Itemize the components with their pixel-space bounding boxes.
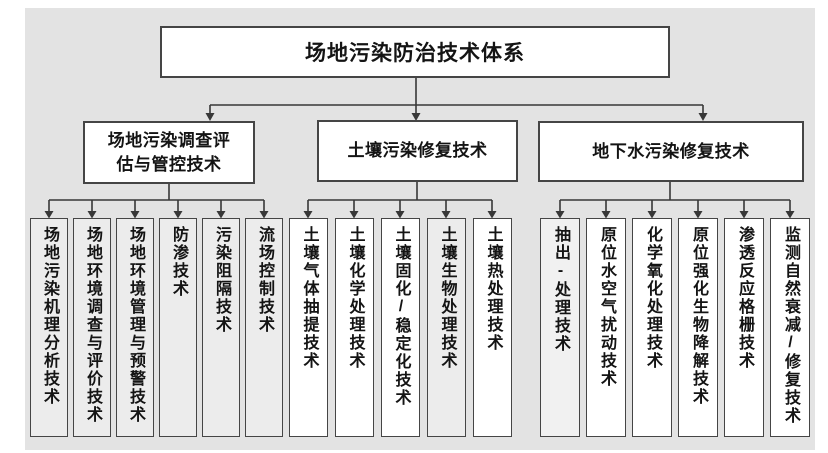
leaf-label: 化学氧化处理技术 bbox=[644, 226, 661, 370]
branch-node-groundwater: 地下水污染修复技术 bbox=[538, 121, 804, 182]
leaf-node: 原位强化生物降解技术 bbox=[678, 218, 718, 437]
leaf-node: 土壤气体抽提技术 bbox=[289, 218, 328, 437]
leaf-label: 土壤热处理技术 bbox=[484, 226, 502, 352]
leaf-label: 污染阻隔技术 bbox=[213, 226, 230, 334]
leaf-label: 流场控制技术 bbox=[256, 226, 273, 334]
leaf-node: 土壤化学处理技术 bbox=[335, 218, 374, 437]
leaf-label: 抽出-处理技术 bbox=[552, 226, 569, 353]
leaf-node: 土壤固化/稳定化技术 bbox=[381, 218, 420, 437]
leaf-label: 原位水空气扰动技术 bbox=[598, 226, 615, 388]
leaf-node: 原位水空气扰动技术 bbox=[586, 218, 626, 437]
leaf-label: 场地污染机理分析技术 bbox=[41, 226, 58, 406]
root-node: 场地污染防治技术体系 bbox=[160, 26, 670, 78]
leaf-node: 污染阻隔技术 bbox=[202, 218, 240, 437]
leaf-label: 土壤生物处理技术 bbox=[438, 226, 456, 370]
leaf-label: 土壤固化/稳定化技术 bbox=[392, 226, 410, 407]
branch-label: 土壤污染修复技术 bbox=[347, 141, 488, 160]
leaf-label: 监测自然衰减/修复技术 bbox=[782, 226, 799, 425]
leaf-node: 监测自然衰减/修复技术 bbox=[770, 218, 810, 437]
leaf-label: 土壤气体抽提技术 bbox=[300, 226, 318, 370]
leaf-node: 流场控制技术 bbox=[245, 218, 283, 437]
leaf-node: 化学氧化处理技术 bbox=[632, 218, 672, 437]
leaf-node: 场地环境调查与评价技术 bbox=[73, 218, 111, 437]
root-label: 场地污染防治技术体系 bbox=[305, 42, 525, 65]
leaf-node: 土壤热处理技术 bbox=[473, 218, 512, 437]
leaf-node: 防渗技术 bbox=[159, 218, 197, 437]
leaf-label: 场地环境调查与评价技术 bbox=[84, 226, 101, 424]
branch-label: 地下水污染修复技术 bbox=[592, 141, 750, 161]
leaf-node: 渗透反应格栅技术 bbox=[724, 218, 764, 437]
leaf-node: 抽出-处理技术 bbox=[540, 218, 580, 437]
branch-label-line: 估与管控技术 bbox=[116, 154, 222, 174]
leaf-label: 场地环境管理与预警技术 bbox=[127, 226, 144, 424]
leaf-label: 土壤化学处理技术 bbox=[346, 226, 364, 370]
branch-label-line: 场地污染调查评 bbox=[107, 130, 231, 150]
leaf-label: 渗透反应格栅技术 bbox=[736, 226, 753, 370]
leaf-node: 场地污染机理分析技术 bbox=[30, 218, 68, 437]
leaf-node: 土壤生物处理技术 bbox=[427, 218, 466, 437]
leaf-label: 防渗技术 bbox=[170, 226, 187, 298]
branch-node-soil: 土壤污染修复技术 bbox=[317, 120, 518, 182]
branch-node-investigation: 场地污染调查评 估与管控技术 bbox=[83, 121, 255, 184]
leaf-node: 场地环境管理与预警技术 bbox=[116, 218, 154, 437]
leaf-label: 原位强化生物降解技术 bbox=[690, 226, 707, 406]
